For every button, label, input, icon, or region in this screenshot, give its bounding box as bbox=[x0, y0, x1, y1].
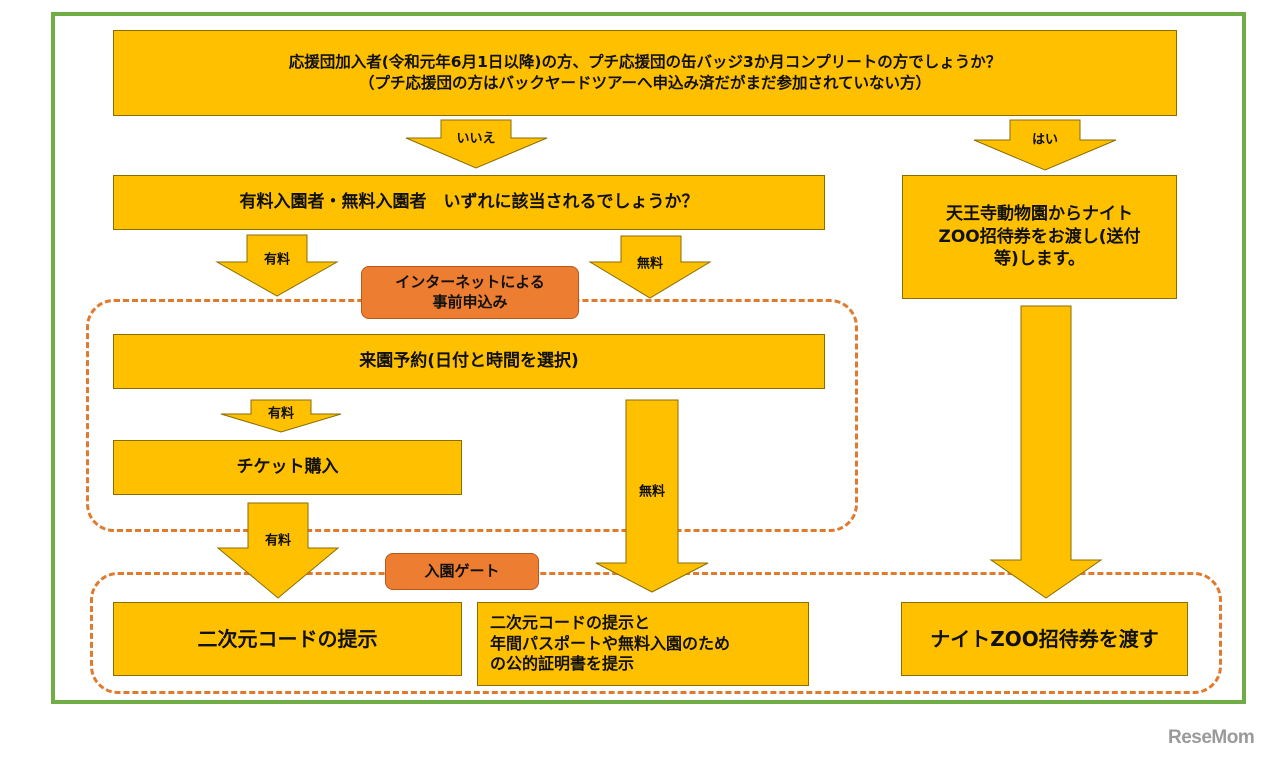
online-application-tag: インターネットによる 事前申込み bbox=[361, 266, 579, 319]
question-paid-free-box: 有料入園者・無料入園者 いずれに該当されるでしょうか？ bbox=[113, 175, 825, 230]
arrow-label-paid-3: 有料 bbox=[264, 533, 292, 549]
arrow-label-paid-1: 有料 bbox=[263, 252, 291, 268]
arrow-label-free-2: 無料 bbox=[638, 484, 666, 500]
resemom-logo: ReseMom bbox=[1168, 727, 1255, 748]
zoo-gift-text: 天王寺動物園からナイト ZOO招待券をお渡し(送付 等)します。 bbox=[938, 203, 1141, 270]
online-application-text: インターネットによる 事前申込み bbox=[395, 273, 545, 311]
entrance-gate-tag: 入園ゲート bbox=[385, 553, 539, 590]
zoo-gift-box: 天王寺動物園からナイト ZOO招待券をお渡し(送付 等)します。 bbox=[902, 175, 1177, 299]
arrow-paid-2 bbox=[220, 399, 342, 433]
arrow-free-2 bbox=[595, 399, 709, 593]
question-membership-box: 応援団加入者(令和元年6月1日以降)の方、プチ応援団の缶バッジ3か月コンプリート… bbox=[113, 30, 1177, 116]
ticket-purchase-box: チケット購入 bbox=[113, 440, 462, 495]
qr-pass-text: 二次元コードの提示と 年間パスポートや無料入園のため の公的証明書を提示 bbox=[490, 612, 731, 674]
arrow-no bbox=[405, 119, 548, 169]
qr-pass-box: 二次元コードの提示と 年間パスポートや無料入園のため の公的証明書を提示 bbox=[477, 602, 809, 686]
arrow-paid-1 bbox=[215, 234, 339, 297]
qr-code-text: 二次元コードの提示 bbox=[197, 626, 378, 651]
ticket-purchase-text: チケット購入 bbox=[236, 457, 339, 478]
question-paid-free-text: 有料入園者・無料入園者 いずれに該当されるでしょうか？ bbox=[239, 192, 699, 213]
question-membership-text: 応援団加入者(令和元年6月1日以降)の方、プチ応援団の缶バッジ3か月コンプリート… bbox=[288, 53, 1002, 92]
arrow-free-1 bbox=[588, 235, 712, 299]
arrow-yes-long bbox=[989, 305, 1103, 599]
reservation-box: 来園予約(日付と時間を選択) bbox=[113, 334, 825, 389]
arrow-label-yes: はい bbox=[1031, 132, 1059, 148]
night-ticket-text: ナイトZOO招待券を渡す bbox=[930, 626, 1159, 651]
outer-frame bbox=[51, 12, 1246, 704]
night-ticket-box: ナイトZOO招待券を渡す bbox=[901, 602, 1188, 676]
arrow-paid-3 bbox=[216, 502, 340, 599]
arrow-label-paid-2: 有料 bbox=[267, 406, 295, 422]
arrow-label-free-1: 無料 bbox=[636, 256, 664, 272]
arrow-yes bbox=[973, 119, 1117, 171]
entrance-gate-text: 入園ゲート bbox=[424, 561, 500, 580]
reservation-text: 来園予約(日付と時間を選択) bbox=[359, 351, 579, 372]
qr-code-box: 二次元コードの提示 bbox=[113, 602, 462, 676]
arrow-label-no: いいえ bbox=[456, 131, 496, 147]
